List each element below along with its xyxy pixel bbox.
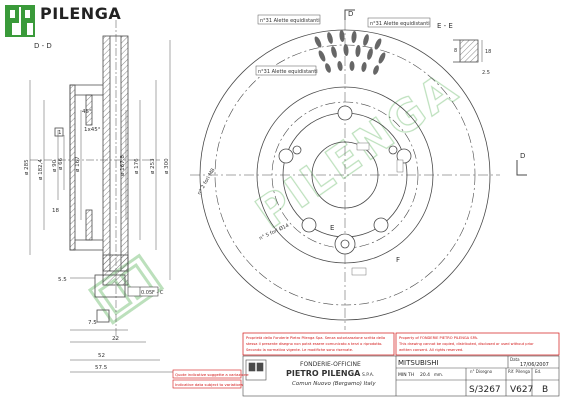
property-notes: Proprietà della Fonderie Pietro Pilenga … <box>242 332 560 356</box>
section-view: D - D <box>30 20 160 340</box>
dim-7-5: 7.5 <box>88 320 97 326</box>
min-th-unit: mm. <box>434 372 443 377</box>
dim-ø90: ø 90 <box>52 159 58 172</box>
min-th-value: 20.4 <box>420 372 430 378</box>
bolt-hole <box>292 145 302 155</box>
note-aletta-1: n°31 Alette equidistanti <box>260 18 320 24</box>
dim-52: 52 <box>98 353 105 359</box>
dim-57-5: 57.5 <box>95 365 108 371</box>
note-variation-en: Indicative data subject to variations <box>175 382 243 387</box>
note-aletta-3: n°31 Alette equidistanti <box>258 69 318 75</box>
dim-ø182: ø 182,4 <box>38 159 44 180</box>
watermark-text: PILENGA <box>247 63 469 239</box>
dim-ø253: ø 253 <box>150 158 156 174</box>
dim-ø300: ø 300 <box>164 158 170 174</box>
tolerance-frame: 0.05 F - C <box>127 286 164 297</box>
title-block <box>242 355 560 397</box>
view-mark-f: F <box>396 256 400 264</box>
dim-r1: 1 <box>58 130 62 136</box>
dim-ø285: ø 285 <box>24 159 30 175</box>
rif-label: Rif. Pilenga <box>508 369 531 374</box>
vent-fins <box>314 30 386 75</box>
bolt-hole <box>396 148 412 164</box>
detail-dim-2-5: 2.5 <box>482 70 490 76</box>
bolt-hole <box>388 145 398 155</box>
title-block-text: FONDERIE-OFFICINE PIETRO PILENGA S.P.A. … <box>286 357 549 395</box>
drawing-label: n° Disegno <box>470 369 493 374</box>
note-threads: n° 2 fori M8 <box>197 168 217 196</box>
view-mark-d: D <box>348 10 353 18</box>
left-dimension-texts: ø 285 ø 182,4 ø 90 ø 66 ø 167 ø 167.8 ø … <box>24 155 170 180</box>
bolt-hole <box>337 105 353 121</box>
dim-22: 22 <box>112 336 119 342</box>
company-line-3: Comun Nuovo (Bergamo) Italy <box>292 381 376 387</box>
bolt-hole <box>278 148 294 164</box>
view-mark-e: E <box>330 224 334 232</box>
tolerance-datum: F - C <box>152 290 164 296</box>
property-en-1: Property of FONDERIE PIETRO PILENGA SPA. <box>399 336 478 340</box>
property-it-1: Proprietà della Fonderie Pietro Pilenga … <box>246 336 385 340</box>
bolt-holes <box>278 105 412 255</box>
dim-ø167: ø 167 <box>75 156 81 172</box>
edition-value: B <box>542 385 548 395</box>
section-label-ee: E - E <box>437 22 453 30</box>
company-suffix: S.P.A. <box>362 372 374 378</box>
logo-text: PILENGA <box>40 4 121 23</box>
property-it-3: Secondo la normativa vigente. Le modific… <box>246 348 353 352</box>
date-label: Data <box>510 357 520 362</box>
detail-view: 18 2.5 8 <box>453 39 491 76</box>
property-it-2: stessa il presente disegno non potrà ess… <box>246 342 382 346</box>
detail-dim-8: 8 <box>454 48 457 54</box>
left-dimension-lines <box>29 40 178 373</box>
watermark: PILENGA <box>87 62 469 325</box>
property-en-2: This drawing cannot be copied, distribut… <box>398 342 534 346</box>
detail-dim-18: 18 <box>485 49 491 55</box>
view-mark-d-right: D <box>520 152 525 160</box>
min-th-label: MIN TH <box>398 372 414 378</box>
dim-5-5: 5.5 <box>58 277 67 283</box>
note-aletta-2: n°31 Alette equidistanti <box>370 21 430 27</box>
ed-label: Ed. <box>535 369 541 374</box>
company-line-2: PIETRO PILENGA <box>286 369 361 378</box>
logo-mark <box>5 5 35 37</box>
dim-chamfer: 1x45° <box>84 127 101 133</box>
drawing-number: S/3267 <box>469 385 501 395</box>
dim-ø176: ø 176 <box>134 158 140 174</box>
bolt-hole <box>301 217 317 233</box>
tolerance-value: 0.05 <box>141 290 152 296</box>
left-small-dims: 45° 1x45° 1 18 5.5 7.5 22 52 57.5 <box>52 109 119 371</box>
property-en-3: written consent. All rights reserved. <box>399 348 463 352</box>
section-marks <box>344 9 527 176</box>
dim-ø66: ø 66 <box>58 157 64 170</box>
bolt-hole <box>373 217 389 233</box>
dim-ø167-8: ø 167.8 <box>120 155 126 176</box>
date-value: 17/06/2007 <box>520 362 549 368</box>
logo: PILENGA <box>5 4 121 37</box>
company-line-1: FONDERIE-OFFICINE <box>300 361 361 368</box>
bottom-notes: Quote indicative soggette a variazione I… <box>172 369 249 389</box>
dim-18: 18 <box>52 208 59 214</box>
customer-name: MITSUBISHI <box>398 359 439 367</box>
bolt-hole <box>340 239 350 249</box>
section-label-dd: D - D <box>34 42 52 50</box>
note-variation-it: Quote indicative soggette a variazione <box>175 372 249 377</box>
rif-number: V627 <box>510 385 533 395</box>
dim-45deg: 45° <box>82 109 92 115</box>
